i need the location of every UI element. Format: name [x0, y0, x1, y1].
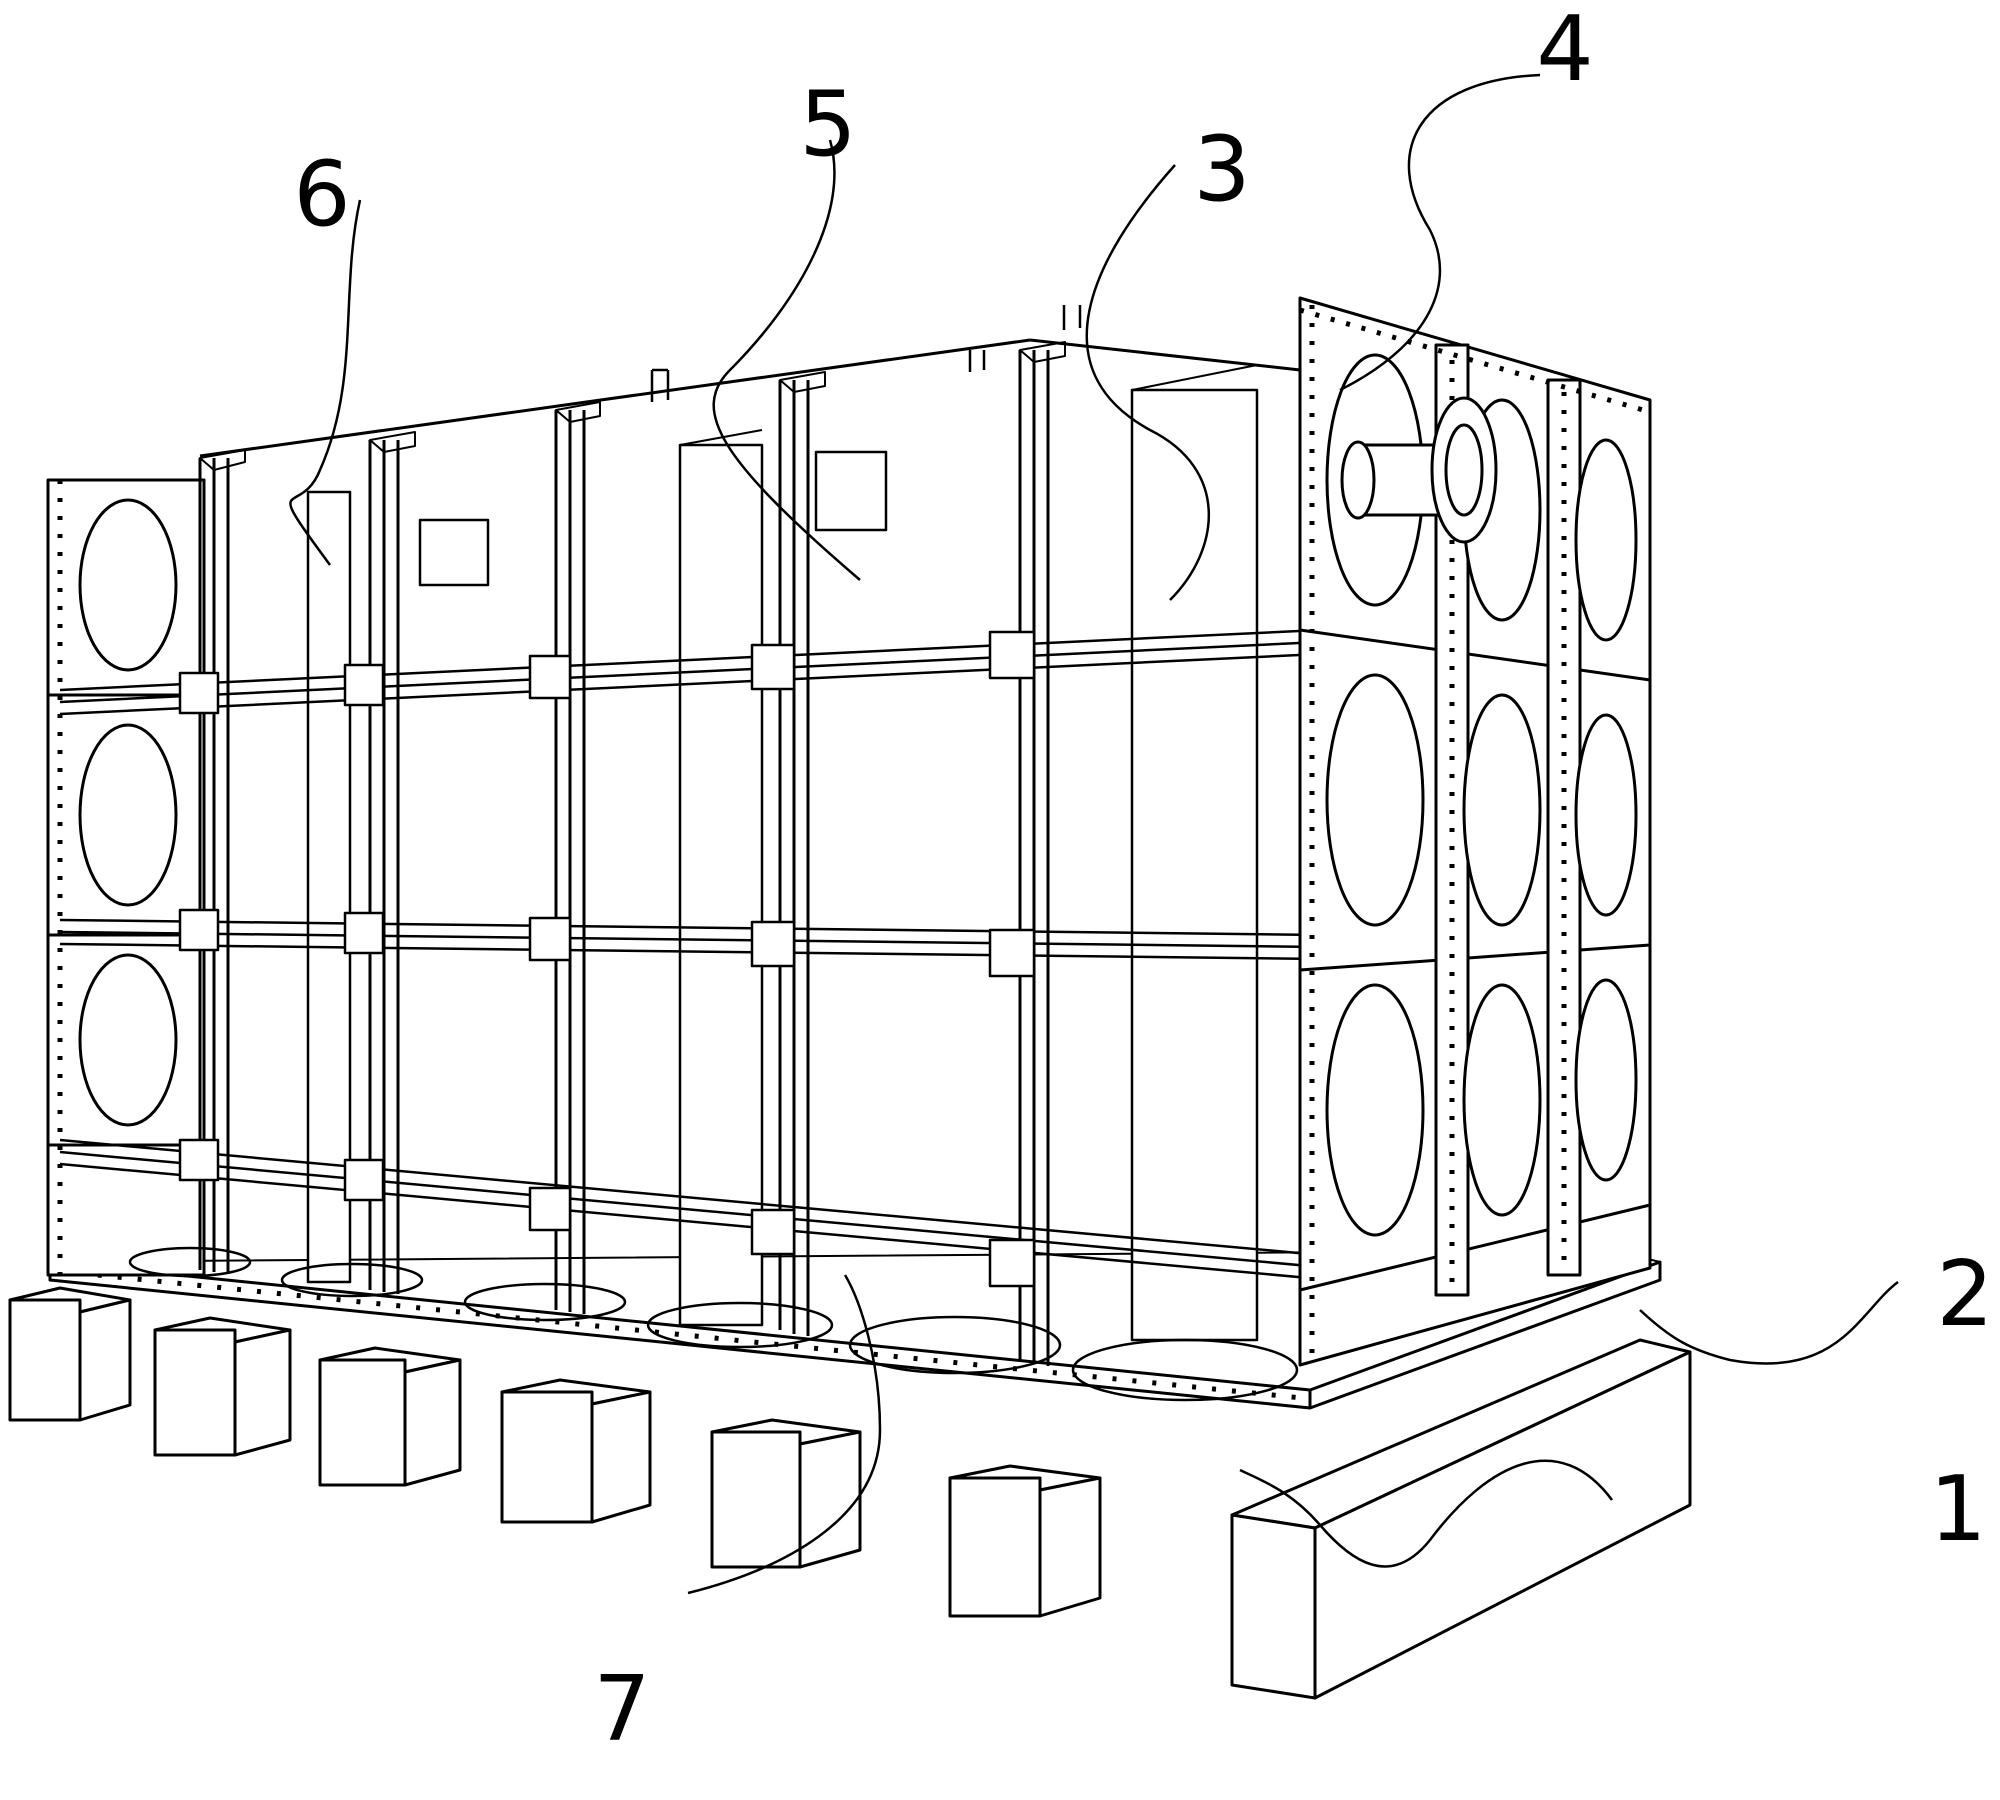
leader-lines: [289, 73, 1899, 1595]
leader-4: [1339, 73, 1541, 392]
left-side-wall: [46, 478, 206, 1277]
leader-1: [1239, 1459, 1614, 1568]
pipe-flange: [1340, 396, 1498, 544]
callout-4: 4: [1536, 0, 1593, 102]
concrete-block: [8, 1286, 132, 1422]
callout-3: 3: [1193, 117, 1250, 222]
callout-7: 7: [593, 1657, 650, 1762]
floor-openings: [128, 1246, 1299, 1402]
concrete-block: [153, 1316, 292, 1457]
leader-7: [687, 1274, 882, 1595]
end-wall: [1298, 296, 1652, 1367]
column-caps: [199, 341, 1066, 471]
callout-1: 1: [1929, 1457, 1986, 1562]
concrete-block: [948, 1464, 1102, 1618]
leader-6: [289, 199, 362, 566]
rear-window: [418, 450, 888, 587]
vent-pipes: [650, 305, 1082, 402]
leader-5: [712, 139, 861, 581]
callout-6: 6: [293, 142, 350, 247]
joint-plates: [178, 630, 1036, 1288]
horizontal-beams: [59, 628, 1321, 1281]
callout-5: 5: [799, 72, 856, 177]
leader-2: [1639, 1280, 1899, 1365]
concrete-block: [710, 1418, 862, 1569]
foundation-blocks: [8, 1286, 1692, 1700]
concrete-block-long: [1230, 1338, 1692, 1700]
vertical-columns: [198, 350, 1050, 1366]
concrete-block: [500, 1378, 652, 1524]
leader-3: [1085, 164, 1210, 601]
callout-labels: 1 2 3 4 5 6 7: [293, 0, 1993, 1762]
concrete-block: [318, 1346, 462, 1487]
internal-plates: [306, 364, 1259, 1342]
callout-2: 2: [1936, 1242, 1993, 1347]
